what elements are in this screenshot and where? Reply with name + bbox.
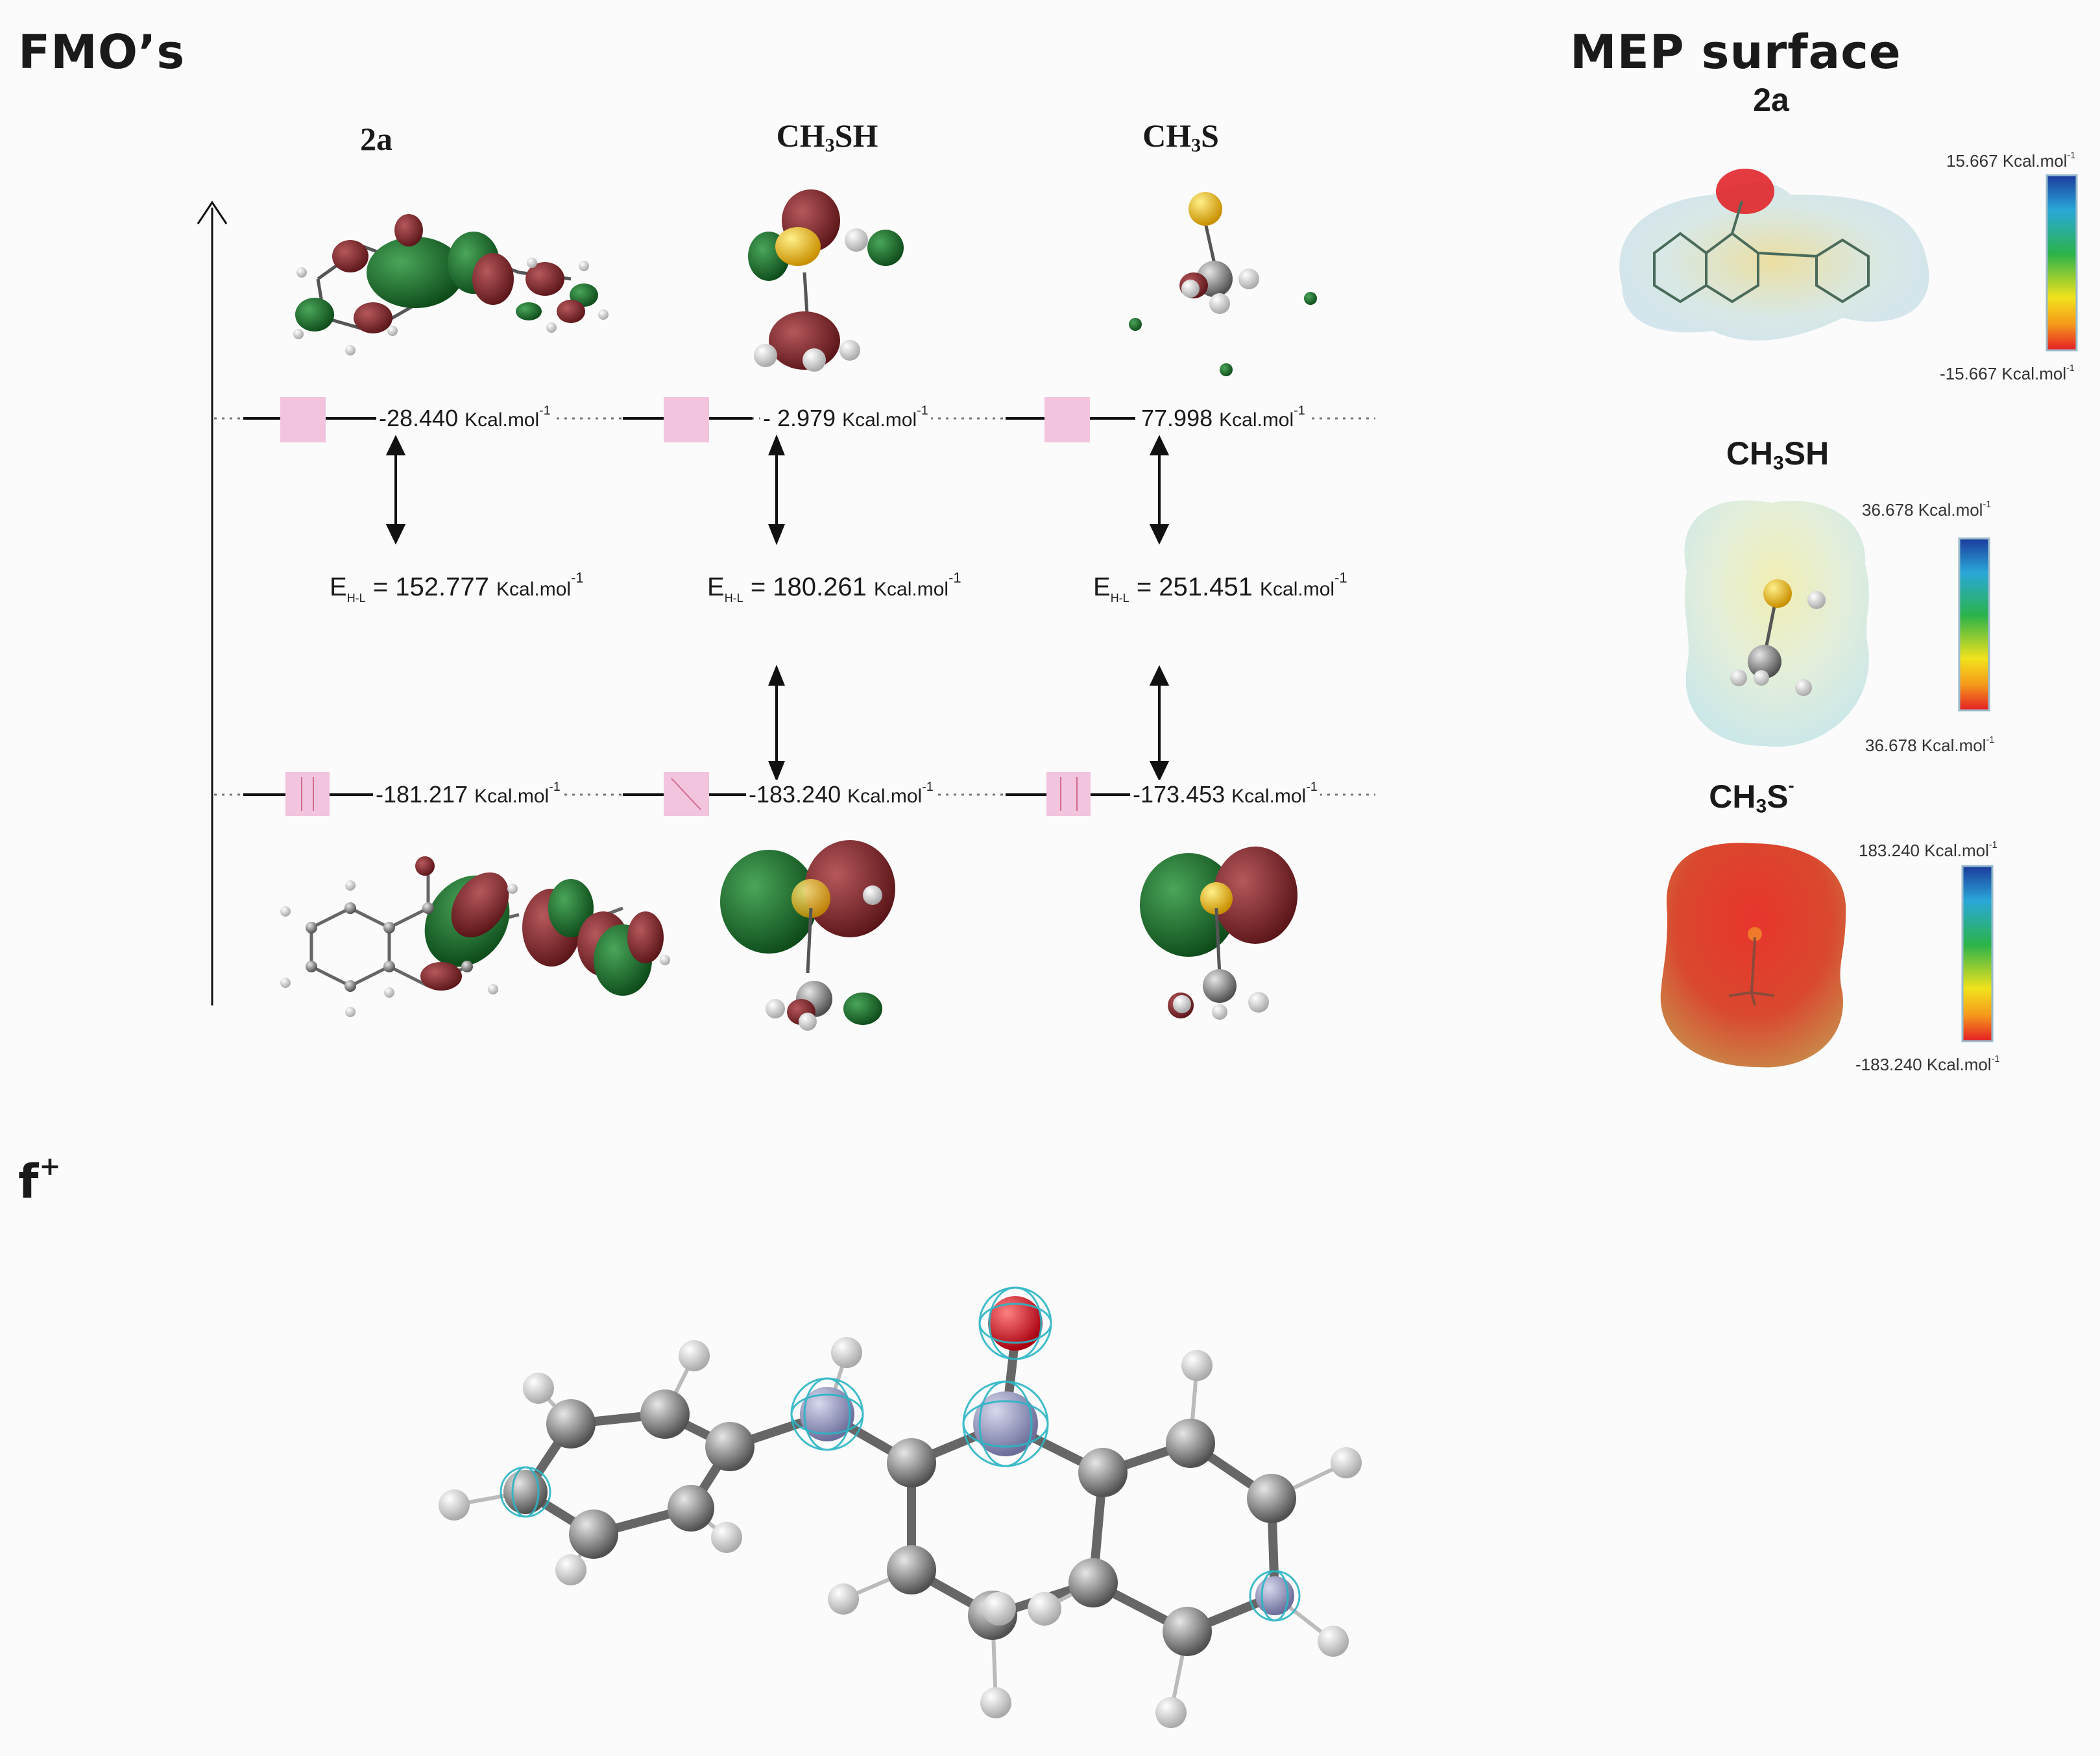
mep-max-2a: 15.667 Kcal.mol-1 [1946,150,2076,171]
homo-box-ch3s [1046,772,1091,816]
mep-label-ch3s: CH3S- [1709,775,1794,817]
fmo-label-ch3s: CH3S [1142,117,1219,156]
mep-max-ch3sh: 36.678 Kcal.mol-1 [1862,499,1992,520]
mep-label-ch3sh: CH3SH [1726,435,1829,474]
lumo-orbital-2a [293,214,609,355]
mep-color-scales [1958,174,2078,1042]
lumo-boxes [280,397,1090,442]
electron-pair-2a [301,777,314,811]
mep-min-2a: -15.667 Kcal.mol-1 [1940,363,2075,383]
fplus-title: f+ [18,1151,62,1209]
mep-label-2a: 2a [1753,82,1789,118]
lumo-energy-ch3sh: - 2.979 Kcal.mol-1 [760,403,931,432]
fmo-title: FMO’s [18,25,186,79]
color-scale-ch3s [1961,865,1994,1042]
homo-orbital-2a [280,856,670,1017]
energy-axis [197,200,228,1005]
gap-energy-ch3sh: EH-L = 180.261 Kcal.mol-1 [707,570,961,605]
color-scale-ch3sh [1958,537,1990,712]
lumo-energy-2a: -28.440 Kcal.mol-1 [376,403,553,432]
fplus-main: f [18,1154,40,1209]
mep-title: MEP surface [1570,25,1901,79]
fukui-fplus-molecule [439,1286,1362,1728]
mep-surface-2a [1619,169,1929,341]
lumo-box-ch3sh [664,397,709,442]
lumo-box-ch3s [1044,397,1090,442]
gap-arrows [385,434,1170,782]
homo-orbital-ch3sh [720,840,895,1031]
fmo-label-2a: 2a [360,121,392,157]
fmo-label-ch3sh: CH3SH [776,117,878,156]
color-scale-2a [2046,174,2078,352]
homo-boxes [285,772,1091,816]
electron-pair-ch3sh [671,778,701,810]
mep-surface-ch3s [1660,843,1846,1068]
gap-energy-ch3s: EH-L = 251.451 Kcal.mol-1 [1093,570,1347,605]
mep-max-ch3s: 183.240 Kcal.mol-1 [1859,840,1997,860]
homo-energy-ch3sh: -183.240 Kcal.mol-1 [746,780,936,808]
homo-energy-ch3s: -173.453 Kcal.mol-1 [1130,780,1320,808]
lumo-energy-ch3s: 77.998 Kcal.mol-1 [1139,403,1308,432]
lumo-box-2a [280,397,326,442]
homo-energy-2a: -181.217 Kcal.mol-1 [373,780,563,808]
lumo-orbital-ch3sh [748,189,904,372]
mep-min-ch3sh: 36.678 Kcal.mol-1 [1865,735,1995,755]
homo-orbital-ch3s [1140,847,1297,1020]
fplus-sup: + [39,1151,62,1181]
electron-pair-ch3s [1060,777,1078,811]
mep-surface-ch3sh [1684,500,1869,747]
mep-min-ch3s: -183.240 Kcal.mol-1 [1855,1054,2000,1074]
homo-box-2a [285,772,330,816]
gap-energy-2a: EH-L = 152.777 Kcal.mol-1 [330,570,584,605]
lumo-orbital-ch3s [1129,192,1317,376]
